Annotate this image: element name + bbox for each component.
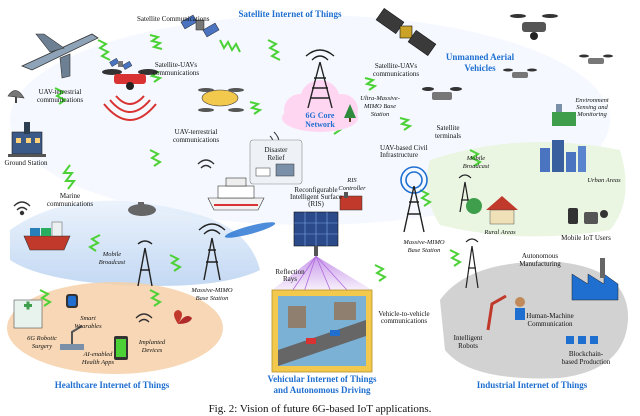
label-sat-uav-right-1: Satellite-UAVs (375, 62, 418, 70)
label-sat-terminals-1: Satellite (437, 124, 460, 132)
section-title-vehicular-line2: and Autonomous Driving (273, 385, 371, 395)
label-ai-health-1: AI-enabled (83, 351, 114, 358)
label-mimo-left-1: Massive-MIMO (190, 287, 232, 294)
label-surgery-1: 6G Robotic (27, 335, 57, 342)
label-uav-terr-mid-1: UAV-terrestrial (175, 128, 218, 136)
core-network-label-line2: Network (305, 120, 335, 129)
section-title-uav-line2: Vehicles (464, 63, 496, 73)
vehicular-scene (272, 290, 372, 372)
label-blockchain-2: based Production (562, 358, 611, 366)
label-ultra-mimo-1: Ultra-Massive- (360, 95, 400, 102)
label-ai-health-2: Health Apps (81, 359, 115, 366)
label-satellite-comm: Satellite Communications (137, 15, 210, 23)
label-mimo-right-2: Base Station (408, 247, 441, 254)
label-mobile-broadcast-left-1: Mobile (102, 251, 122, 258)
label-auto-manufacturing-1: Autonomous (522, 252, 558, 260)
label-mobile-broadcast-right-2: Broadcast (463, 163, 490, 170)
label-blockchain-1: Blockchain- (569, 350, 604, 358)
label-reflection-2: Rays (283, 275, 297, 283)
section-title-vehicular-line1: Vehicular Internet of Things (267, 374, 377, 384)
label-ultra-mimo-2: MIMO Base (363, 103, 396, 110)
hospital-icon (14, 300, 42, 328)
label-sat-uav-right-2: communications (373, 70, 420, 78)
figure-caption: Fig. 2: Vision of future 6G-based IoT ap… (209, 403, 432, 415)
label-env-2: Sensing and (576, 104, 608, 111)
core-network-label-line1: 6G Core (306, 111, 335, 120)
label-marine-2: communications (47, 200, 94, 208)
section-title-healthcare-iot: Healthcare Internet of Things (55, 380, 170, 390)
label-urban: Urban Areas (587, 177, 621, 184)
label-auto-manufacturing-2: Manufacturing (519, 260, 561, 268)
label-ris-3: (RIS) (308, 200, 324, 208)
label-wearables-1: Smart (80, 315, 96, 322)
label-ris-controller-2: Controller (338, 185, 366, 192)
label-mimo-right-1: Massive-MIMO (402, 239, 444, 246)
label-mimo-left-2: Base Station (196, 295, 229, 302)
health-app-phone-icon (114, 336, 128, 360)
label-mobile-broadcast-right-1: Mobile (466, 155, 486, 162)
label-robots-2: Robots (458, 342, 478, 350)
label-disaster-2: Relief (267, 154, 285, 162)
label-uav-terr-left-2: communications (37, 96, 84, 104)
ris-panel-icon (294, 212, 338, 256)
label-mobile-iot-users: Mobile IoT Users (561, 234, 611, 242)
label-env-3: Monitoring (576, 111, 607, 118)
label-marine-1: Marine (60, 192, 80, 200)
drone-icon-small (579, 55, 613, 65)
label-implanted-1: Implanted (138, 339, 166, 346)
label-env-1: Environment (574, 97, 609, 104)
label-uav-civil-2: Infrastructure (380, 151, 418, 159)
blockchain-icon (566, 336, 598, 344)
label-v2v-2: communications (381, 317, 428, 325)
label-sat-uav-left-1: Satellite-UAVs (155, 61, 198, 69)
quad-drone-icon (510, 14, 558, 40)
label-human-machine-1: Human-Machine (526, 312, 573, 320)
section-title-satellite-iot: Satellite Internet of Things (238, 9, 342, 19)
label-robots-1: Intelligent (454, 334, 483, 342)
smartwatch-icon (66, 294, 78, 308)
label-uav-terr-mid-2: communications (173, 136, 220, 144)
wifi-icon-ocean (14, 202, 30, 215)
label-ris-controller-1: RIS (346, 177, 357, 184)
label-implanted-2: Devices (141, 347, 163, 354)
human-machine-icon (515, 297, 525, 320)
label-uav-terr-left-1: UAV-terrestrial (39, 88, 82, 96)
label-wearables-2: Wearables (74, 323, 102, 330)
label-surgery-2: Surgery (32, 343, 52, 350)
label-disaster-1: Disaster (265, 146, 289, 154)
label-human-machine-2: Communication (527, 320, 573, 328)
label-ultra-mimo-3: Station (371, 111, 389, 118)
section-title-industrial-iot: Industrial Internet of Things (477, 380, 588, 390)
label-sat-terminals-2: terminals (435, 132, 461, 140)
label-sat-uav-left-2: communications (153, 69, 200, 77)
label-rural: Rural Areas (483, 229, 516, 236)
label-mobile-broadcast-left-2: Broadcast (99, 259, 126, 266)
label-ground-station: Ground Station (5, 159, 48, 167)
factory-icon (572, 258, 618, 300)
section-title-uav-line1: Unmanned Aerial (446, 52, 515, 62)
